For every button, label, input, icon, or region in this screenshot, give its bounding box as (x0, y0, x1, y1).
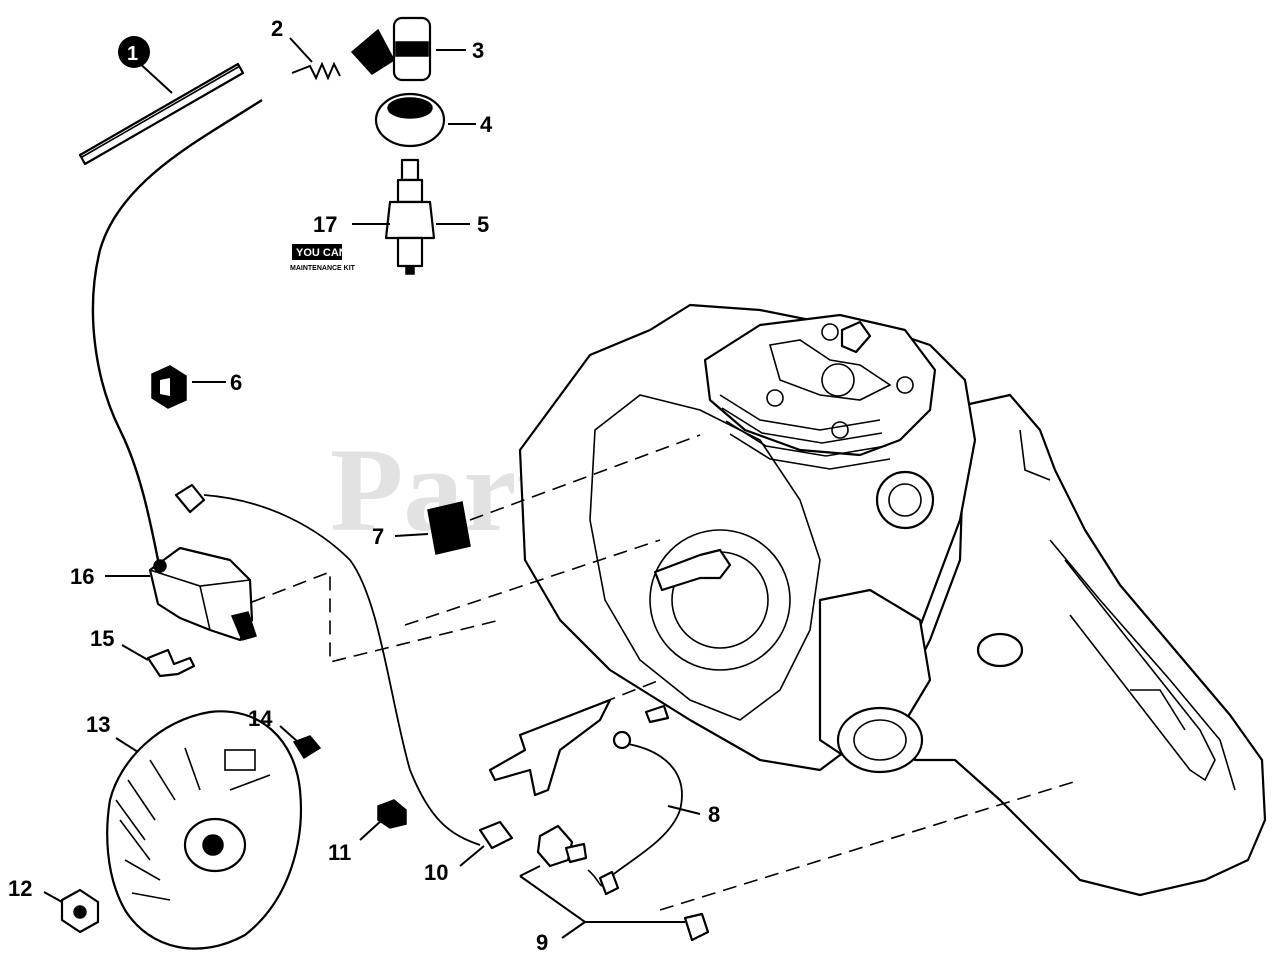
kit-badge-line2: MAINTENANCE KIT (290, 265, 356, 272)
callout-10: 10 (424, 860, 448, 885)
callout-4: 4 (480, 112, 493, 137)
part-13-flywheel (106, 710, 302, 950)
part-2-spring (291, 61, 341, 81)
callout-8: 8 (708, 802, 720, 827)
maintenance-kit-badge: YOU CAN MAINTENANCE KIT (290, 244, 356, 272)
callout-5: 5 (477, 212, 489, 237)
callout-9: 9 (536, 930, 548, 955)
part-4-grommet (374, 92, 446, 148)
callout-6: 6 (230, 370, 242, 395)
callout-11: 11 (328, 840, 351, 865)
callout-15: 15 (90, 626, 114, 651)
callout-labels: 1 2 3 4 5 6 7 8 9 10 11 12 13 14 15 16 1… (8, 16, 720, 955)
callout-12: 12 (8, 876, 32, 901)
part-12-nut (60, 888, 100, 934)
ignition-lead-wire (91, 98, 263, 561)
callout-3: 3 (472, 38, 484, 63)
callout-7: 7 (372, 524, 384, 549)
part-3-plug-boot (350, 16, 432, 82)
module-plug-cap (174, 483, 481, 846)
engine-crankcase (518, 303, 1267, 897)
callout-16: 16 (70, 564, 94, 589)
part-1-fuel-line (78, 62, 245, 166)
part-8-ground-wire (598, 730, 683, 896)
switch-lever-bracket (488, 698, 670, 797)
part-7-decal (427, 501, 471, 555)
callout-17: 17 (313, 212, 337, 237)
callout-1: 1 (127, 43, 138, 65)
part-14-key (292, 735, 322, 760)
part-10-connector (478, 820, 514, 850)
leader-lines (43, 37, 701, 939)
callout-1-badge (118, 36, 150, 68)
part-5-spark-plug (384, 158, 436, 275)
part-11-block (377, 799, 407, 829)
callout-2: 2 (271, 16, 283, 41)
callout-14: 14 (248, 706, 273, 731)
alignment-lines (251, 434, 1081, 911)
part-16-ignition-module (148, 546, 257, 642)
part-6-clip (151, 365, 187, 409)
part-15-screw (146, 648, 196, 678)
kit-badge-line1: YOU CAN (296, 247, 347, 259)
callout-13: 13 (86, 712, 110, 737)
